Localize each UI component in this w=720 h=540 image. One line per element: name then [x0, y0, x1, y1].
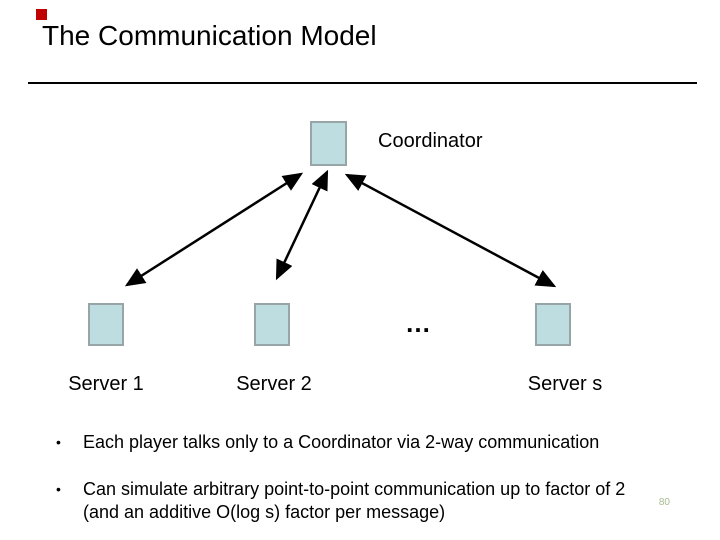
bullet-1-text: Each player talks only to a Coordinator …: [83, 432, 600, 452]
server-s-label: Server s: [527, 373, 603, 395]
bullet-icon: •: [56, 481, 61, 497]
arrow-coordinator-servers: [344, 173, 557, 288]
servers-ellipsis: …: [405, 308, 432, 338]
corner-marker: [36, 9, 47, 20]
bullet-icon: •: [56, 434, 61, 450]
title-divider: [28, 82, 697, 84]
server-2-label: Server 2: [236, 373, 312, 395]
arrow-coordinator-server1: [124, 172, 304, 287]
server-box-1: [88, 303, 124, 346]
bullet-2-line-2: (and an additive O(log s) factor per mes…: [83, 502, 446, 522]
bullet-2-line-1: Can simulate arbitrary point-to-point co…: [83, 479, 626, 499]
server-1-label: Server 1: [68, 373, 144, 395]
coordinator-box: [310, 121, 347, 166]
server-box-s: [535, 303, 571, 346]
bullet-item: • Each player talks only to a Coordinato…: [56, 431, 686, 454]
page-number: 80: [658, 497, 670, 508]
server-box-2: [254, 303, 290, 346]
page-title: The Communication Model: [42, 20, 377, 51]
bullet-item: • Can simulate arbitrary point-to-point …: [56, 478, 686, 524]
coordinator-label: Coordinator: [378, 130, 483, 152]
arrow-coordinator-server2: [275, 169, 329, 281]
